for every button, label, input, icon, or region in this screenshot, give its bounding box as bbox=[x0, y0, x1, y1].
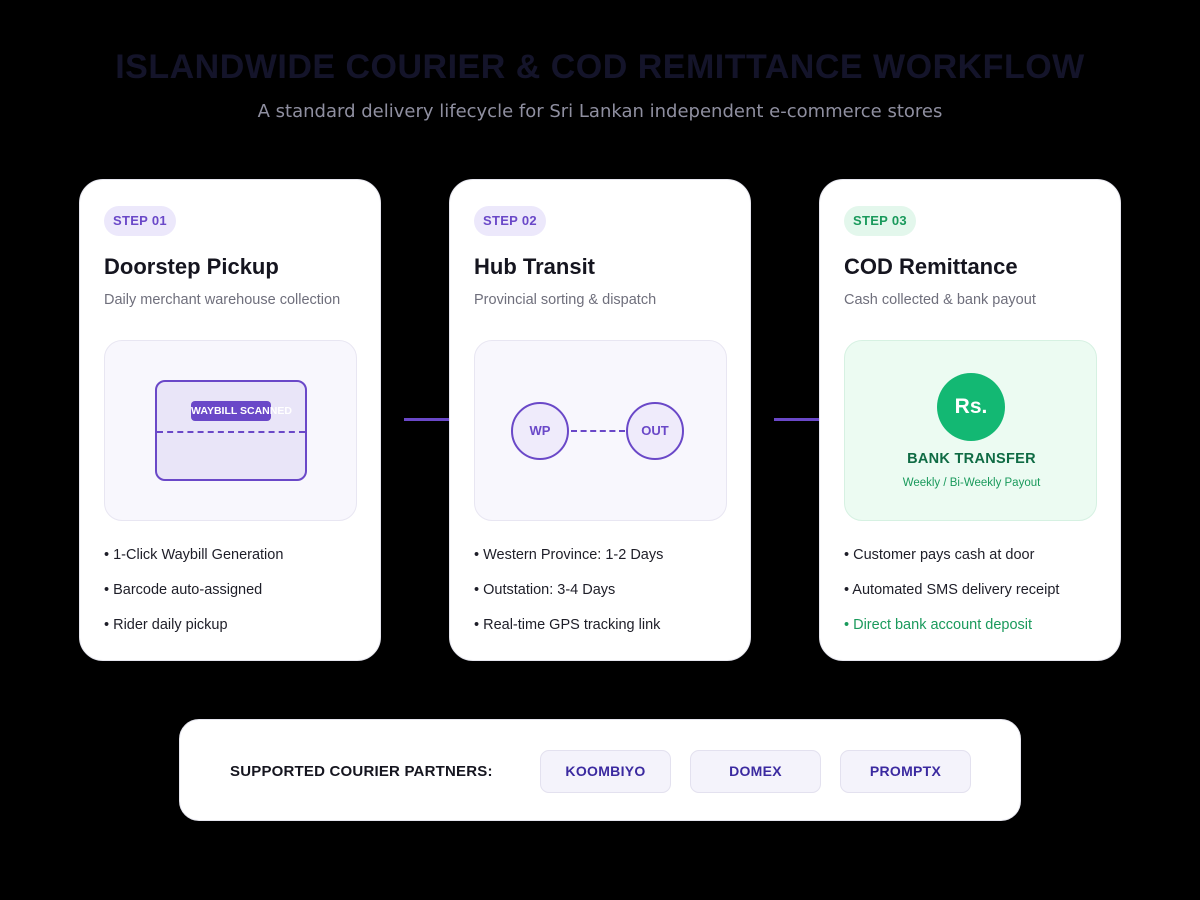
scan-line bbox=[157, 431, 305, 433]
step-title: Doorstep Pickup bbox=[104, 254, 279, 279]
page-title: ISLANDWIDE COURIER & COD REMITTANCE WORK… bbox=[115, 48, 1085, 86]
destination-node: OUT bbox=[626, 402, 684, 460]
feature-list: • 1-Click Waybill Generation • Barcode a… bbox=[104, 545, 283, 650]
list-item: • Customer pays cash at door bbox=[844, 547, 1035, 563]
waybill-visual: WAYBILL SCANNED bbox=[104, 340, 357, 521]
partner-chip-koombiyo: KOOMBIYO bbox=[540, 750, 671, 793]
route-line bbox=[571, 430, 625, 432]
step-subtitle: Cash collected & bank payout bbox=[844, 292, 1036, 308]
partner-chip-domex: DOMEX bbox=[690, 750, 821, 793]
payout-frequency: Weekly / Bi-Weekly Payout bbox=[902, 477, 1041, 489]
bank-transfer-visual: Rs. BANK TRANSFER Weekly / Bi-Weekly Pay… bbox=[844, 340, 1097, 521]
step-badge: STEP 03 bbox=[844, 206, 916, 236]
feature-list: • Customer pays cash at door • Automated… bbox=[844, 545, 1059, 650]
page-subtitle: A standard delivery lifecycle for Sri La… bbox=[257, 101, 943, 122]
list-item: • Barcode auto-assigned bbox=[104, 582, 263, 598]
feature-list: • Western Province: 1-2 Days • Outstatio… bbox=[474, 545, 663, 650]
list-item: • Real-time GPS tracking link bbox=[474, 617, 661, 633]
list-item: • 1-Click Waybill Generation bbox=[104, 547, 284, 563]
step-connector bbox=[404, 418, 450, 421]
list-item: • Western Province: 1-2 Days bbox=[474, 547, 664, 563]
list-item: • Outstation: 3-4 Days bbox=[474, 582, 616, 598]
step-title: COD Remittance bbox=[844, 254, 1018, 279]
step-badge: STEP 01 bbox=[104, 206, 176, 236]
route-visual: WP OUT bbox=[474, 340, 727, 521]
list-item: • Rider daily pickup bbox=[104, 617, 228, 633]
partners-label: SUPPORTED COURIER PARTNERS: bbox=[230, 763, 493, 780]
step-connector bbox=[774, 418, 820, 421]
step-card-remittance: STEP 03 COD Remittance Cash collected & … bbox=[819, 179, 1121, 661]
step-title: Hub Transit bbox=[474, 254, 596, 279]
waybill-icon: WAYBILL SCANNED bbox=[155, 380, 307, 481]
waybill-scanned-tag: WAYBILL SCANNED bbox=[191, 401, 292, 421]
courier-partners-panel: SUPPORTED COURIER PARTNERS: KOOMBIYO DOM… bbox=[179, 719, 1021, 821]
rupee-coin-icon: Rs. bbox=[937, 373, 1005, 441]
partner-chip-promptx: PROMPTX bbox=[840, 750, 971, 793]
list-item: • Direct bank account deposit bbox=[844, 617, 1033, 633]
bank-transfer-title: BANK TRANSFER bbox=[907, 451, 1036, 467]
step-badge: STEP 02 bbox=[474, 206, 546, 236]
step-subtitle: Provincial sorting & dispatch bbox=[474, 292, 657, 308]
origin-node: WP bbox=[511, 402, 569, 460]
step-card-transit: STEP 02 Hub Transit Provincial sorting &… bbox=[449, 179, 751, 661]
list-item: • Automated SMS delivery receipt bbox=[844, 582, 1060, 598]
step-card-pickup: STEP 01 Doorstep Pickup Daily merchant w… bbox=[79, 179, 381, 661]
step-subtitle: Daily merchant warehouse collection bbox=[104, 292, 341, 308]
